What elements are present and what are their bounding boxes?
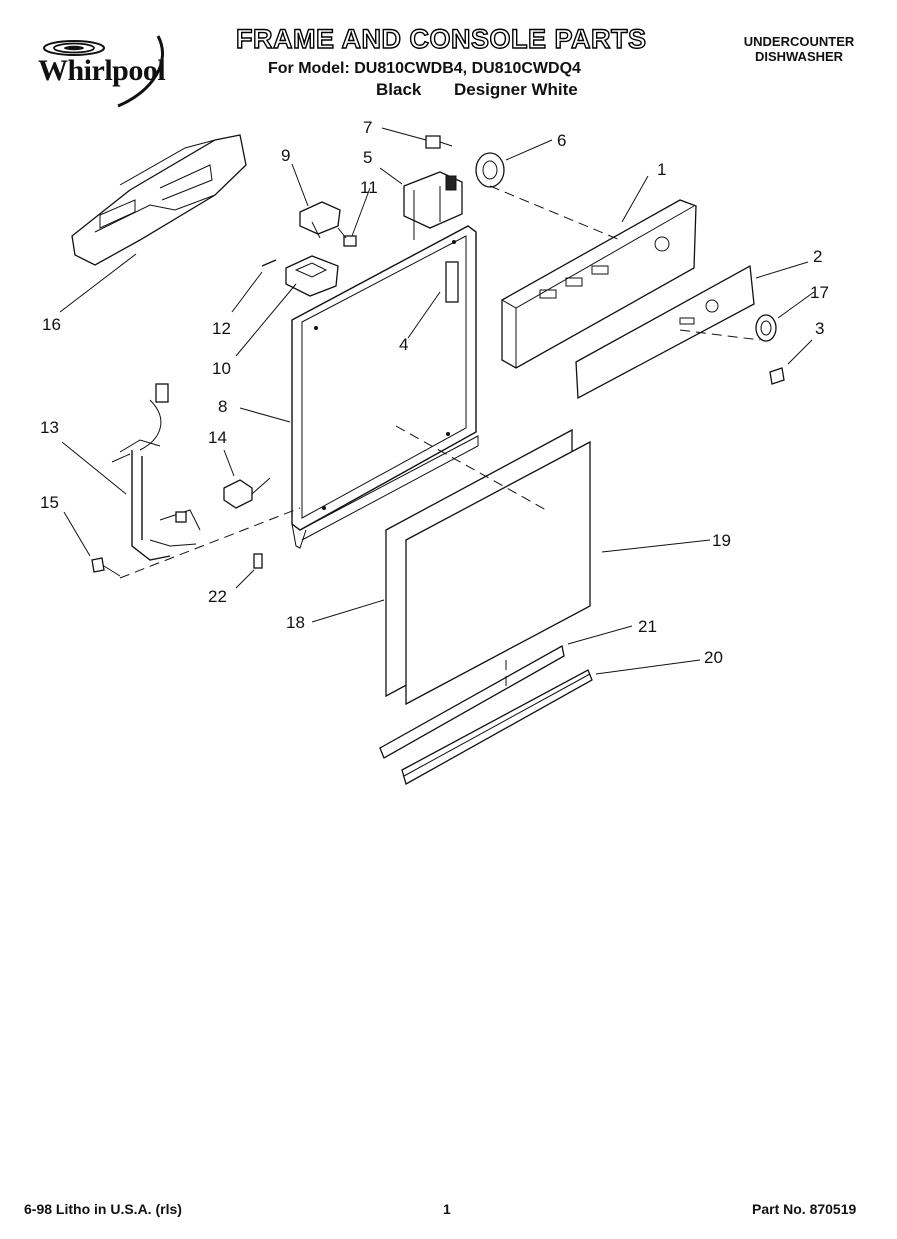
part-3-drawing <box>769 367 785 385</box>
part-17-drawing <box>755 314 777 342</box>
part-label-17: 17 <box>810 283 829 302</box>
variant-white: Designer White <box>454 80 578 99</box>
part-label-13: 13 <box>40 418 59 437</box>
alignment-lines <box>119 185 761 690</box>
part-label-9: 9 <box>281 146 290 165</box>
part-label-8: 8 <box>218 397 227 416</box>
part-label-11: 11 <box>360 178 378 197</box>
part-label-20: 20 <box>704 648 723 667</box>
product-type-line2: DISHWASHER <box>754 49 844 64</box>
part-8-drawing <box>291 225 479 549</box>
part-label-7: 7 <box>363 118 372 137</box>
part-label-16: 16 <box>42 315 61 334</box>
swirl-logo-icon <box>43 35 164 108</box>
part-19-drawing <box>405 440 591 706</box>
part-label-5: 5 <box>363 148 372 167</box>
part-11-drawing <box>337 227 357 247</box>
variant-black: Black <box>376 80 422 99</box>
part-9-drawing <box>299 201 341 239</box>
part-16-drawing <box>71 134 247 266</box>
footer-part-number: Part No. 870519 <box>752 1201 857 1217</box>
part-4-drawing <box>445 261 459 303</box>
part-label-3: 3 <box>815 319 824 338</box>
product-type-line1: UNDERCOUNTER <box>743 34 855 49</box>
product-type: UNDERCOUNTER DISHWASHER <box>730 34 868 64</box>
part-label-2: 2 <box>813 247 822 266</box>
part-label-19: 19 <box>712 531 731 550</box>
page-title: FRAME AND CONSOLE PARTS <box>235 23 647 54</box>
part-label-18: 18 <box>286 613 305 632</box>
part-21-drawing <box>379 644 565 759</box>
part-label-15: 15 <box>40 493 59 512</box>
part-label-12: 12 <box>212 319 231 338</box>
footer-page-number: 1 <box>443 1201 451 1217</box>
part-12-drawing <box>261 259 277 267</box>
part-1-drawing <box>501 199 697 369</box>
part-13-drawing <box>111 383 201 561</box>
part-22-drawing <box>253 553 263 569</box>
part-label-4: 4 <box>399 335 408 354</box>
part-5-drawing <box>403 171 463 240</box>
part-10-drawing <box>285 255 339 297</box>
part-label-6: 6 <box>557 131 566 150</box>
part-7-drawing <box>425 135 453 149</box>
part-label-1: 1 <box>657 160 666 179</box>
part-label-22: 22 <box>208 587 227 606</box>
part-6-drawing <box>475 152 505 188</box>
footer-litho: 6-98 Litho in U.S.A. (rls) <box>24 1201 182 1217</box>
part-label-10: 10 <box>212 359 231 378</box>
leader-lines <box>59 127 815 675</box>
part-14-drawing <box>223 477 271 509</box>
part-15-drawing <box>91 557 121 577</box>
model-subtitle: For Model: DU810CWDB4, DU810CWDQ4 <box>268 60 581 77</box>
brand-name: Whirlpool <box>38 54 166 87</box>
part-label-14: 14 <box>208 428 227 447</box>
whirlpool-logo <box>22 32 192 112</box>
part-label-21: 21 <box>638 617 657 636</box>
part-20-drawing <box>401 669 593 785</box>
part-2-drawing <box>575 264 755 400</box>
